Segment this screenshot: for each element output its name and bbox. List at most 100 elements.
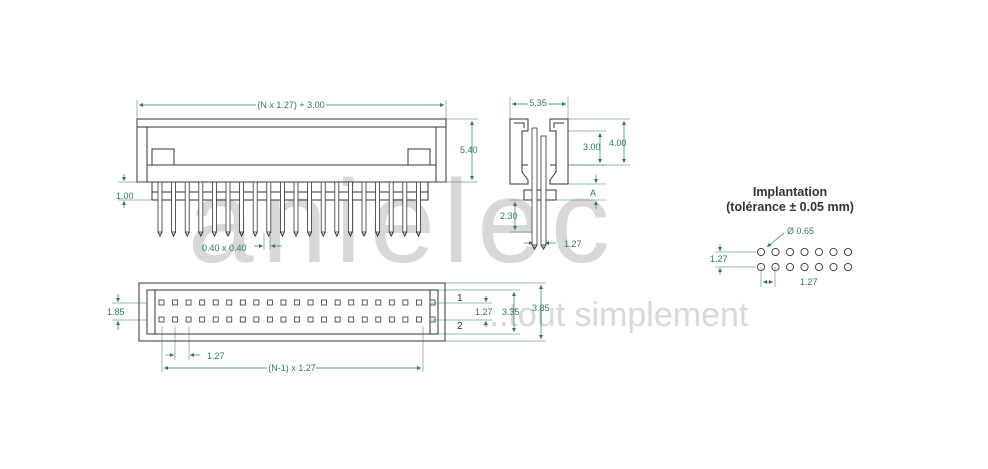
side-section-label: A [590, 188, 596, 198]
top-pin [334, 316, 341, 323]
top-pin [226, 299, 233, 306]
top-pin [199, 299, 206, 306]
watermark-brand: anielec [188, 156, 618, 288]
front-left-latch [151, 148, 175, 166]
top-outer-height-label: 3.85 [532, 303, 550, 313]
top-pin [280, 316, 287, 323]
layout-hole-diameter-label: Ø 0.65 [787, 226, 814, 236]
layout-hole [771, 247, 780, 257]
front-base-plate [151, 191, 429, 201]
front-pin [347, 181, 353, 233]
top-pin [307, 299, 314, 306]
layout-hole [829, 262, 838, 272]
top-pin [280, 299, 287, 306]
top-pin [429, 299, 436, 306]
side-view: 5.35 3.00 4.00 A 2.30 1.27 [500, 96, 630, 250]
front-pin [157, 181, 163, 233]
front-pins [157, 181, 421, 238]
front-pin [211, 181, 217, 233]
layout-tolerance: (tolérance ± 0.05 mm) [726, 200, 854, 214]
top-pin [294, 316, 300, 323]
top-pin [388, 316, 395, 323]
layout-hole [814, 262, 824, 272]
side-row-pitch-label: 1.27 [564, 239, 582, 249]
side-pin-1 [531, 127, 538, 246]
front-pin [184, 181, 190, 233]
top-pin [416, 299, 422, 306]
layout-hole [843, 247, 853, 257]
front-pin-section-label: 0.40 x 0.40 [202, 243, 247, 253]
top-pin [239, 299, 246, 306]
top-pin [226, 316, 233, 323]
top-row-pitch-label: 1.27 [475, 307, 493, 317]
top-pitch-label: 1.27 [207, 351, 225, 361]
top-view: 1 2 1.85 1.27 3.35 3.85 1.27 (N [107, 282, 550, 375]
pin-1-label: 1 [457, 293, 463, 304]
front-pin [361, 181, 367, 233]
top-pin [334, 299, 341, 306]
layout-row-pitch-label: 1.27 [710, 254, 728, 264]
top-pin [212, 299, 219, 306]
front-pin [320, 181, 326, 233]
front-pin [415, 181, 421, 233]
layout-hole [771, 262, 780, 272]
top-pin [307, 316, 314, 323]
front-length-label: (N x 1.27) + 3.00 [257, 100, 324, 110]
top-row-offset-label: 1.85 [107, 307, 125, 317]
layout-hole [829, 247, 838, 257]
side-right-wall [549, 118, 569, 185]
top-pin [294, 299, 300, 306]
top-pin [253, 316, 260, 323]
front-pin [307, 181, 313, 233]
watermark: anielec ...tout simplement [188, 156, 749, 334]
top-pin [321, 316, 328, 323]
top-inner-body [146, 289, 439, 335]
front-pin [293, 181, 299, 233]
top-outer-body [138, 282, 446, 342]
side-left-wall [509, 118, 529, 185]
top-pin [402, 299, 409, 306]
top-pin [158, 316, 165, 323]
layout-title: Implantation [753, 185, 827, 199]
top-pin [199, 316, 206, 323]
front-pin [198, 181, 204, 233]
top-pin [348, 316, 355, 323]
top-pin [185, 316, 192, 323]
front-right-latch [407, 148, 431, 166]
side-pin-2 [540, 135, 547, 246]
front-pin [266, 181, 272, 233]
top-pin [402, 316, 409, 323]
top-pin [212, 316, 219, 323]
layout-hole [814, 247, 824, 257]
top-pin [361, 299, 368, 306]
front-pin [171, 181, 177, 233]
top-pin-grid [158, 299, 436, 323]
top-pin [361, 316, 368, 323]
layout-hole [800, 262, 809, 272]
layout-column-pitch-label: 1.27 [800, 277, 818, 287]
top-pin [185, 299, 192, 306]
side-body-height-label: 4.00 [609, 138, 627, 148]
front-pin [375, 181, 381, 233]
front-standoff-label: 1.00 [116, 191, 134, 201]
top-pin [429, 316, 436, 323]
top-pin [416, 316, 422, 323]
top-pin [266, 299, 273, 306]
front-view: (N x 1.27) + 3.00 5.40 1.00 0.40 x 0.40 [116, 98, 478, 253]
top-pin [321, 299, 328, 306]
layout-hole-grid [756, 247, 853, 272]
top-pin [158, 299, 165, 306]
top-pin [266, 316, 273, 323]
top-pin [348, 299, 355, 306]
front-pin [225, 181, 231, 233]
layout-hole [785, 247, 795, 257]
side-base [523, 189, 557, 201]
top-pin [172, 316, 178, 323]
top-span-label: (N-1) x 1.27 [268, 363, 316, 373]
layout-hole [843, 262, 853, 272]
side-width-label: 5.35 [529, 98, 547, 108]
top-pin [253, 299, 260, 306]
layout-hole [785, 262, 795, 272]
pin-2-label: 2 [457, 321, 463, 332]
